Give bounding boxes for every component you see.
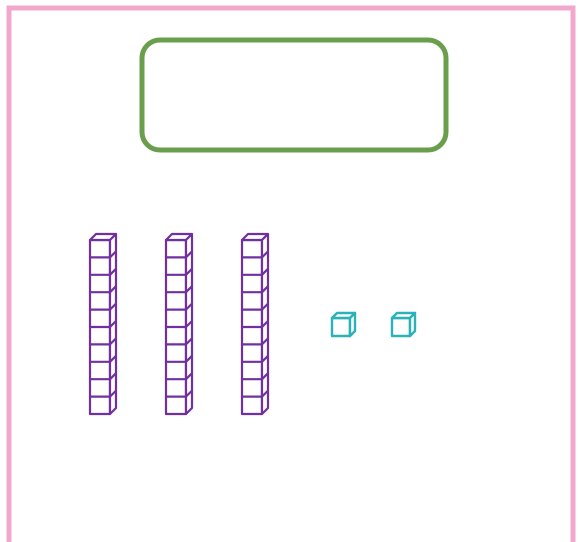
- answer-box[interactable]: [142, 40, 446, 150]
- unit-cube-icon: [332, 313, 355, 336]
- base-ten-blocks: [90, 234, 415, 414]
- unit-cube-icon: [392, 313, 415, 336]
- tens-rod-icon: [90, 234, 116, 414]
- tens-rod-icon: [242, 234, 268, 414]
- tens-rod-icon: [166, 234, 192, 414]
